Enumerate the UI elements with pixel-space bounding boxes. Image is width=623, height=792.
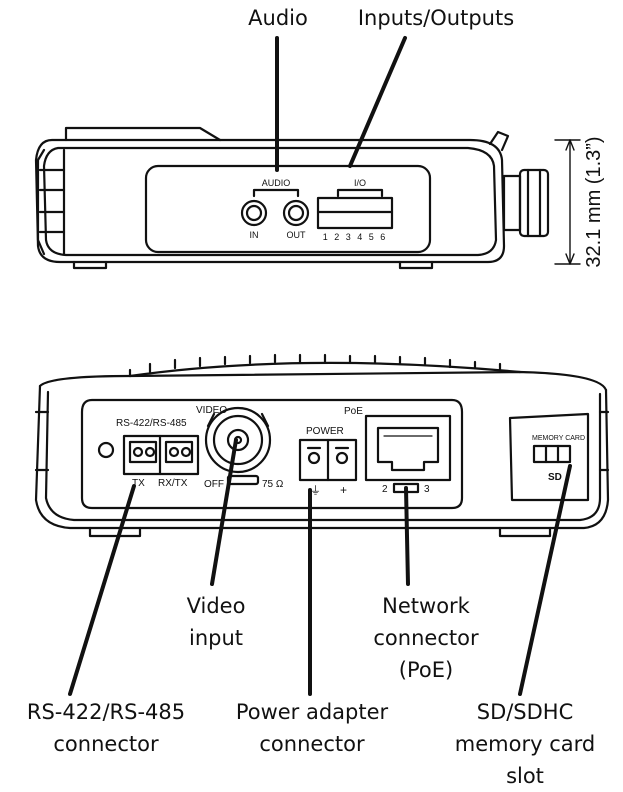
- impedance-label: 75 Ω: [262, 479, 284, 490]
- io-panel-label: I/O: [354, 178, 366, 188]
- top-device-view: [34, 126, 581, 270]
- tx-label: TX: [132, 478, 145, 489]
- height-dimension: 32.1 mm (1.3”): [583, 136, 605, 267]
- sd-leader: [518, 464, 572, 696]
- power-panel-label: POWER: [306, 426, 344, 437]
- network-callout: Network connector (PoE): [373, 594, 479, 682]
- rs-panel-label: RS-422/RS-485: [116, 418, 187, 429]
- audio-panel-label: AUDIO: [262, 178, 291, 188]
- io-pin-numbers: 1 2 3 4 5 6: [323, 232, 388, 242]
- pin-2-label: 2: [382, 484, 388, 495]
- video-leader: [210, 438, 238, 586]
- poe-label: PoE: [344, 406, 363, 417]
- video-input-callout: Video input: [186, 594, 246, 650]
- network-leader: [404, 486, 410, 586]
- plus-symbol: +: [340, 483, 347, 497]
- sd-logo: SD: [548, 472, 562, 483]
- video-panel-label: VIDEO: [196, 405, 227, 416]
- audio-in-label: IN: [250, 230, 259, 240]
- top-panel-text: AUDIO IN OUT I/O 1 2 3 4 5 6 32.1 mm (1.…: [250, 136, 606, 267]
- leader-lines: [68, 36, 572, 696]
- io-leader: [348, 36, 407, 168]
- ground-symbol: ⏚: [310, 484, 321, 497]
- power-adapter-callout: Power adapter connector: [235, 700, 389, 756]
- switch-off-label: OFF: [204, 479, 224, 490]
- io-callout: Inputs/Outputs: [357, 6, 515, 30]
- front-panel-text: VIDEO RS-422/RS-485 TX RX/TX OFF 75 Ω PO…: [116, 405, 585, 497]
- pin-3-label: 3: [424, 484, 430, 495]
- rxtx-label: RX/TX: [158, 478, 188, 489]
- rs-leader: [68, 484, 136, 696]
- memory-card-label: MEMORY CARD: [532, 435, 585, 442]
- front-device-view: [34, 353, 610, 538]
- audio-callout: Audio: [248, 6, 308, 30]
- sd-card-slot-callout: SD/SDHC memory card slot: [454, 700, 596, 788]
- rs-connector-callout: RS-422/RS-485 connector: [26, 700, 186, 756]
- audio-out-label: OUT: [287, 230, 307, 240]
